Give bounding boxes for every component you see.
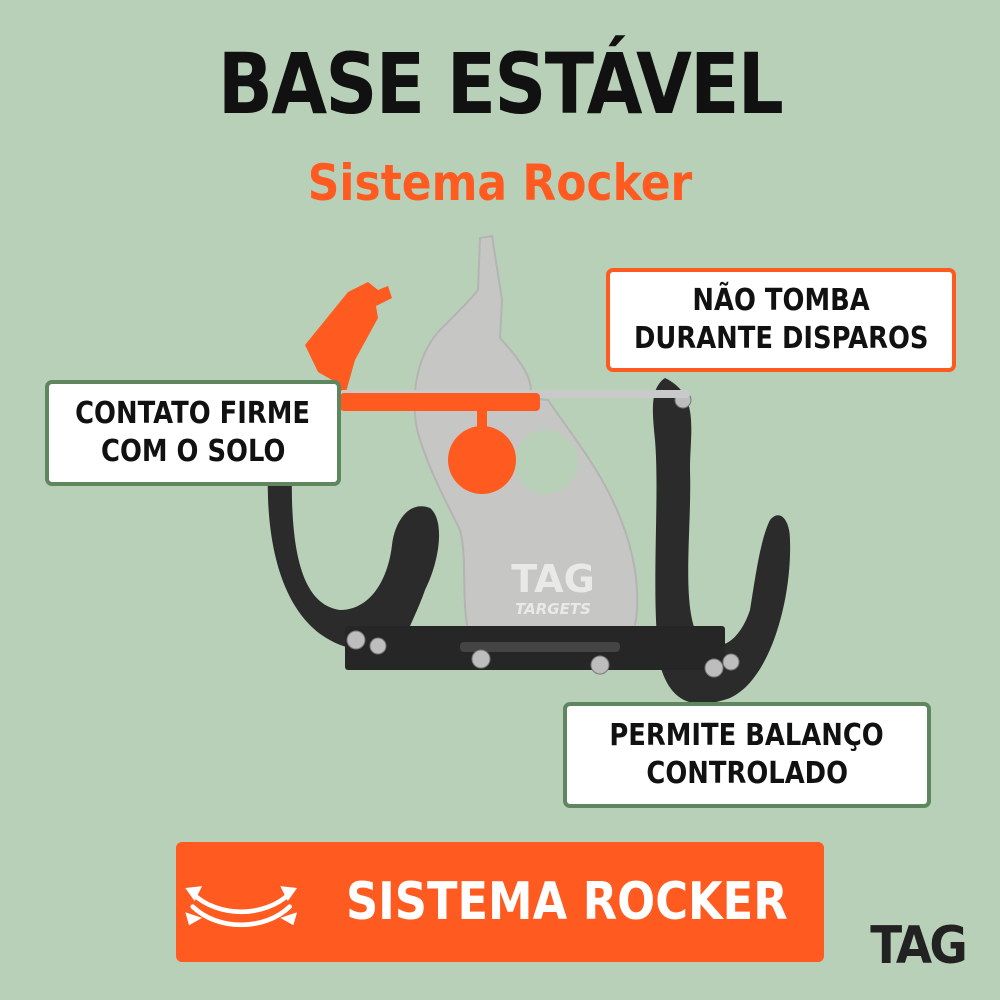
right-rocker-arm	[652, 378, 791, 704]
bolt	[590, 655, 610, 675]
callout-controlled-swing: PERMITE BALANÇO CONTROLADO	[563, 702, 931, 808]
callout-no-tip-over: NÃO TOMBA DURANTE DISPAROS	[606, 268, 956, 372]
bolt	[722, 653, 740, 671]
plate-hole	[514, 430, 578, 494]
bolt	[704, 658, 724, 678]
callout-line: CONTROLADO	[646, 756, 848, 791]
rocker-system-banner: SISTEMA ROCKER	[176, 842, 824, 962]
banner-label: SISTEMA ROCKER	[346, 872, 789, 932]
plate-logo-targets: TARGETS	[515, 600, 591, 618]
orange-spinner-target	[448, 426, 516, 494]
base-crossbar-slot	[460, 642, 620, 652]
callout-line: DURANTE DISPAROS	[633, 321, 929, 356]
bolt	[346, 630, 366, 650]
orange-rod-sleeve	[340, 393, 540, 411]
left-rocker-arm	[267, 470, 440, 650]
callout-line: PERMITE BALANÇO	[609, 718, 885, 753]
plate-logo-tag: TAG	[511, 557, 595, 601]
tag-brand-logo: TAG	[869, 916, 968, 976]
page-title: BASE ESTÁVEL	[217, 35, 784, 133]
spinner-stem	[477, 410, 487, 440]
bolt	[471, 649, 491, 669]
rocker-arrows-icon	[185, 886, 298, 927]
page-subtitle: Sistema Rocker	[307, 154, 693, 212]
callout-line: NÃO TOMBA	[692, 283, 870, 318]
callout-line: CONTATO FIRME	[75, 396, 311, 431]
callout-line: COM O SOLO	[100, 434, 286, 469]
callout-ground-contact: CONTATO FIRME COM O SOLO	[45, 380, 341, 486]
bolt	[369, 637, 387, 655]
orange-flip-paddle	[305, 282, 392, 398]
